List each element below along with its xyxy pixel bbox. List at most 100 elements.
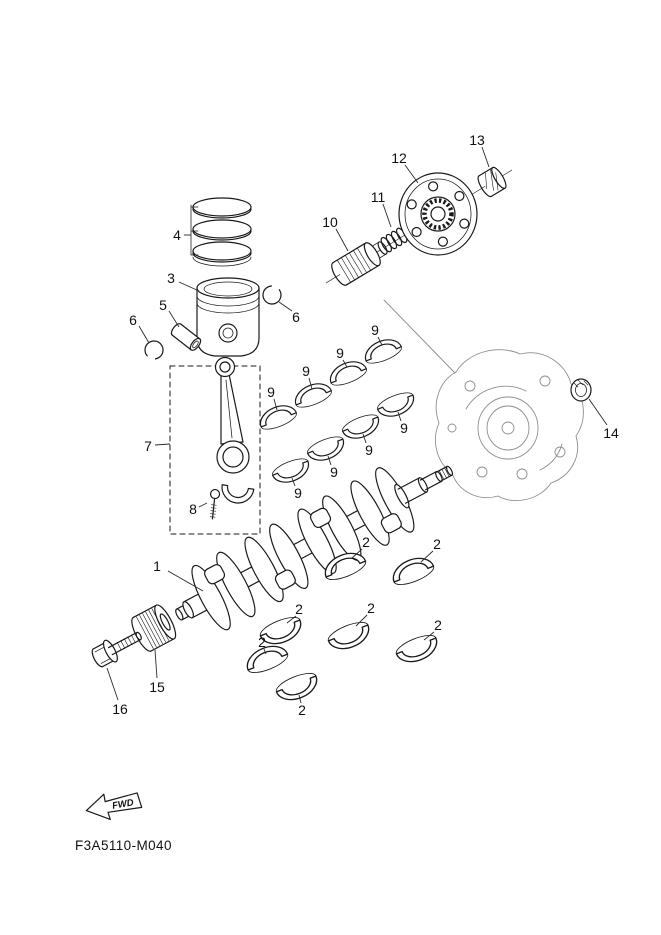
leader-line-13 [481,146,490,168]
leader-line-15 [154,649,158,679]
bearing-shell [360,334,405,368]
bearing-shell [387,551,437,590]
ring-set-bracket [190,204,199,256]
crank-mount-bolt [91,631,142,668]
callout-2: 2 [433,536,441,552]
callout-2: 2 [362,534,370,550]
callout-9: 9 [371,322,379,338]
leader-line-9 [327,455,332,466]
leader-line-1 [167,570,204,592]
crankcase-housing [383,299,584,502]
leader-line-2 [423,631,435,641]
leader-line-9 [342,359,348,368]
leader-line-2 [351,548,363,559]
leader-line-9 [362,433,367,444]
leader-line-8 [198,502,208,508]
drawing-code: F3A5110-M040 [75,838,172,853]
callout-5: 5 [159,297,167,313]
callout-2: 2 [367,600,375,616]
callout-15: 15 [149,679,165,695]
bearing-shell [241,639,291,678]
bearing-shell [325,617,375,656]
bearing-shell [255,400,300,434]
callout-16: 16 [112,701,128,717]
leader-line-11 [382,203,392,228]
oil-seal [570,378,592,402]
leader-line-9 [397,411,402,422]
callout-9: 9 [365,442,373,458]
rod-cap-bolt [209,488,221,520]
crankcase-leader-line [383,299,456,374]
callout-7: 7 [144,438,152,454]
leader-line-9 [291,477,296,487]
callout-14: 14 [603,425,619,441]
callout-3: 3 [167,270,175,286]
bearing-shell [393,630,443,669]
callout-4: 4 [173,227,181,243]
bearing-shell [273,668,323,707]
leader-line-9 [377,336,383,346]
callout-10: 10 [322,214,338,230]
leader-line-10 [335,228,349,252]
piston-assembly [144,197,282,535]
bearing-shell [339,410,384,444]
piston-pin-clip-left [144,340,164,360]
piston-ring-2 [192,219,252,239]
callout-9: 9 [294,485,302,501]
callout-2: 2 [258,634,266,650]
callout-2: 2 [434,617,442,633]
leader-line-6 [138,325,150,344]
leader-line-6 [278,301,293,312]
piston-pin [170,323,202,351]
leader-line-2 [355,614,368,627]
leader-line-9 [308,377,313,390]
leader-line-2 [286,615,297,624]
leader-line-3 [178,281,200,292]
bearing-shell [304,432,349,466]
callout-9: 9 [302,363,310,379]
callout-2: 2 [298,702,306,718]
leader-line-16 [106,667,119,701]
piston-pin-clip-right [262,285,282,305]
crankshaft [175,465,454,631]
coupling-damper-bushing [477,166,507,198]
leader-line-2 [420,550,434,563]
callout-9: 9 [330,464,338,480]
piston-ring-3 [192,241,252,261]
crank-drive-gear [131,604,177,652]
leader-line-14 [588,398,608,426]
callout-9: 9 [267,384,275,400]
callout-9: 9 [336,345,344,361]
callout-1: 1 [153,558,161,574]
callout-9: 9 [400,420,408,436]
leader-line-12 [404,164,419,184]
drive-coupling-plate [398,172,478,256]
leader-line-2 [298,694,302,704]
bearing-shell [290,378,335,412]
callout-8: 8 [189,501,197,517]
piston [196,277,260,357]
rod-bearing-cap [221,484,255,504]
callout-6: 6 [292,309,300,325]
leader-line-2 [263,648,267,655]
bearing-shell [374,388,419,422]
connecting-rod [214,356,250,474]
crankshaft-group [91,465,454,668]
bearing-shell [325,356,370,390]
piston-ring-1 [192,197,252,217]
piston-ring-set [192,197,252,267]
fwd-marker: FWD [85,792,143,821]
fwd-arrow-icon [85,792,143,821]
callout-6: 6 [129,312,137,328]
rubber-damper-coupling [331,241,388,286]
callout-13: 13 [469,132,485,148]
bearing-shell [269,454,314,488]
leader-line-9 [273,398,278,411]
callout-2: 2 [295,601,303,617]
leader-line-5 [168,310,180,328]
callout-11: 11 [371,189,386,205]
callout-12: 12 [391,150,407,166]
